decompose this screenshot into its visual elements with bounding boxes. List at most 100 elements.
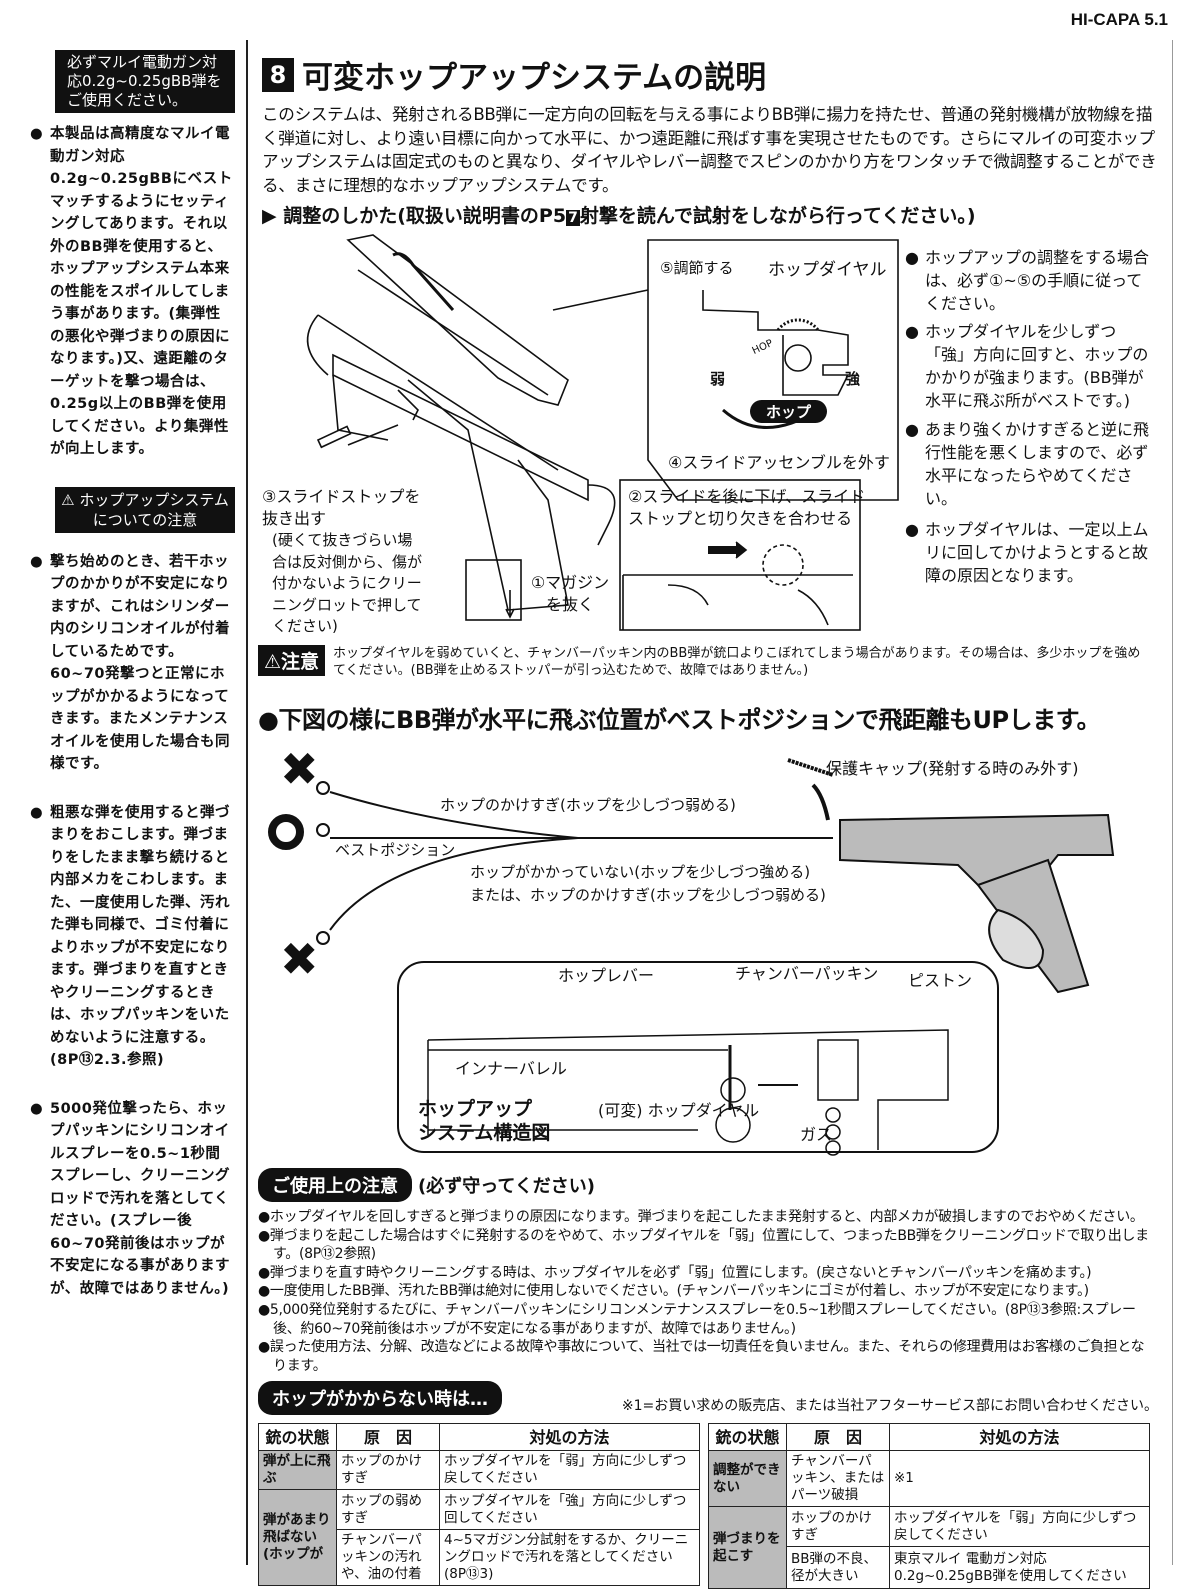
trouble-heading-row: ホップがかからない時は… ※1=お買い求めの販売店、または当社アフターサービス部… <box>258 1381 1158 1416</box>
table-row: 調整ができないチャンバーパッキン、またはパーツ破損※1 <box>708 1450 1150 1508</box>
right-bullet: ●ホップダイヤルを少しずつ「強」方向に回すと、ホップのかかりが強まります。(BB… <box>905 322 1149 410</box>
trouble-title: ホップがかからない時は… <box>258 1381 502 1416</box>
col-header: 原 因 <box>336 1423 440 1452</box>
usage-subtitle: (必ず守ってください) <box>418 1176 596 1197</box>
table-row: 弾づまりを起こすホップのかけすぎホップダイヤルを「弱」方向に少しずつ戻してくださ… <box>708 1506 1150 1589</box>
hop-badge: ホップ <box>750 400 828 423</box>
step4-label: ④スライドアッセンブルを外す <box>668 453 890 472</box>
rotate-arrow <box>587 484 616 546</box>
usage-item: ●5,000発位発射するたびに、チャンバーパッキンにシリコンメンテナンススプレー… <box>258 1301 1136 1337</box>
step2-inset-frame <box>619 479 861 631</box>
chamber-packing-label: チャンバーパッキン <box>735 964 879 983</box>
under-hop-curve <box>329 837 579 931</box>
caution-text: ホップダイヤルを弱めていくと、チャンバーパッキン内のBB弾が銃口よりこぼれてしま… <box>333 646 1141 678</box>
step3-note: (硬くて抜きづらい場合は反対側から、傷が付かないようにクリーニングロットで押して… <box>272 531 423 635</box>
page-title: 8 可変ホップアップシステムの説明 <box>262 52 1162 97</box>
usage-heading: ご使用上の注意 (必ず守ってください) <box>258 1168 1158 1202</box>
gun-in-hand <box>839 813 1115 994</box>
piston-label: ピストン <box>908 971 973 990</box>
trouble-note: ※1=お買い求めの販売店、または当社アフターサービス部にお問い合わせください。 <box>621 1398 1158 1415</box>
trajectory-diagram: ✖ ✖ <box>268 742 1115 1156</box>
under-hop-label-2: または、ホップのかけすぎ(ホップを少しづつ弱める) <box>470 886 826 904</box>
adjust-heading-tail: 射撃を読んで試射をしながら行ってください。) <box>579 205 976 227</box>
under-hop-label: ホップがかかっていない(ホップを少しづつ強める) <box>470 863 811 881</box>
pull-arrow <box>347 424 399 446</box>
section-number: 8 <box>262 57 294 92</box>
structure-drawing <box>427 1029 949 1156</box>
best-position-label: ベストポジション <box>335 841 456 859</box>
weak-label: 弱 <box>710 370 726 388</box>
magazine-arrow <box>505 590 515 619</box>
disassembly-illustration <box>306 234 899 631</box>
hop-lever-label: ホップレバー <box>558 966 655 985</box>
caution-badge: ⚠注意 <box>258 645 326 676</box>
o-mark-icon <box>268 814 304 850</box>
title-text: 可変ホップアップシステムの説明 <box>302 60 767 96</box>
model-header: HI-CAPA 5.1 <box>1070 10 1168 29</box>
frame-drawing <box>306 314 589 621</box>
table-row: 弾があまり飛ばない(ホップがホップの弱めすぎホップダイヤルを「強」方向に少しずつ… <box>258 1489 700 1587</box>
step3-block: ③スライドストップを抜き出す (硬くて抜きづらい場合は反対側から、傷が付かないよ… <box>262 486 422 638</box>
col-header: 原 因 <box>786 1423 890 1452</box>
sidebar-bullet: 5000発位撃ったら、ホップパッキンにシリコンオイルスプレーを0.5~1秒間スプ… <box>30 1098 235 1301</box>
hop-dial-structure-label: (可変) ホップダイヤル <box>598 1101 760 1120</box>
step1-label: ①マガジンを抜く <box>530 573 610 614</box>
over-hop-label: ホップのかけすぎ(ホップを少しづつ弱める) <box>440 796 736 814</box>
intro-paragraph: このシステムは、発射されるBB弾に一定方向の回転を与える事によりBB弾に揚力を持… <box>262 105 1157 195</box>
usage-item: ●一度使用したBB弾、汚れたBB弾は絶対に使用しないでください。(チャンバーパッ… <box>258 1283 1089 1300</box>
bb-icon <box>316 931 330 945</box>
sidebar-bullet: 粗悪な弾を使用すると弾づまりをおこします。弾づまりをしたまま撃ち続けると内部メカ… <box>30 802 235 1072</box>
table-row: 弾が上に飛ぶホップのかけすぎホップダイヤルを「弱」方向に少しずつ戻してください <box>258 1450 700 1491</box>
inner-barrel-label: インナーバレル <box>455 1059 567 1078</box>
col-header: 対処の方法 <box>889 1423 1150 1452</box>
right-bullet: ●ホップアップの調整をする場合は、必ず①~⑤の手順に従ってください。 <box>905 248 1150 313</box>
col-header: 銃の状態 <box>708 1423 787 1452</box>
dial-inset-frame <box>647 239 899 501</box>
over-hop-curve <box>329 791 579 839</box>
best-position-heading: ●下図の様にBB弾が水平に飛ぶ位置がベストポジションで飛距離もUPします。 <box>258 706 1101 734</box>
intro-block: 8 可変ホップアップシステムの説明 このシステムは、発射されるBB弾に一定方向の… <box>262 52 1162 228</box>
slide-stop-pin <box>316 425 352 449</box>
usage-title: ご使用上の注意 <box>258 1168 412 1202</box>
step5-label: ⑤調節する <box>660 259 734 277</box>
slide-drawing <box>346 234 569 406</box>
x-mark-icon: ✖ <box>280 932 319 986</box>
x-mark-icon: ✖ <box>280 742 319 796</box>
col-header: 対処の方法 <box>439 1423 700 1452</box>
sidebar: 必ずマルイ電動ガン対応0.2g~0.25gBB弾をご使用ください。 本製品は高精… <box>30 50 235 1300</box>
structure-title: ホップアップシステム構造図 <box>418 1098 551 1144</box>
cap-arrow <box>811 783 830 821</box>
hop-dial-detail <box>702 290 850 396</box>
bottom-block: ご使用上の注意 (必ず守ってください) ●ホップダイヤルを回しすぎると弾づまりの… <box>258 1168 1158 1589</box>
trouble-table-right: 銃の状態原 因対処の方法 調整ができないチャンバーパッキン、またはパーツ破損※1… <box>708 1423 1150 1589</box>
page-edge <box>1172 40 1173 1565</box>
step2-label: ②スライドを後に下げ、スライドストップと切り欠きを合わせる <box>628 487 866 528</box>
usage-item: ●弾づまりを起こした場合はすぐに発射するのをやめて、ホップダイヤルを「弱」位置に… <box>258 1227 1149 1263</box>
ref-number: 7 <box>566 210 580 226</box>
gas-label: ガス <box>800 1125 833 1144</box>
adjust-heading-text: ▶ 調整のしかた(取扱い説明書のP5 <box>262 205 567 227</box>
warning-title: ⚠ ホップアップシステムについての注意 <box>55 486 235 533</box>
protect-cap-label: 保護キャップ(発射する時のみ外す) <box>826 759 1079 778</box>
step3-label: ③スライドストップを抜き出す <box>262 487 421 528</box>
usage-item: ●弾づまりを直す時やクリーニングする時は、ホップダイヤルを必ず「弱」位置にします… <box>258 1264 1092 1281</box>
sidebar-bullet: 撃ち始めのとき、若干ホップのかかりが不安定になりますが、これはシリンダー内のシリ… <box>30 551 235 776</box>
caution-notice: ⚠注意 ホップダイヤルを弱めていくと、チャンバーパッキン内のBB弾が銃口よりこぼ… <box>258 645 1153 679</box>
usage-item: ●誤った使用方法、分解、改造などによる故障や事故について、当社では一切責任を負い… <box>258 1339 1145 1374</box>
right-bullet: ●あまり強くかけすぎると逆に飛行性能を悪くしますので、必ず水平になったらやめてく… <box>905 420 1150 508</box>
right-bullet: ●ホップダイヤルは、一定以上ムリに回してかけようとすると故障の原因となります。 <box>905 520 1149 585</box>
trouble-table-left: 銃の状態原 因対処の方法 弾が上に飛ぶホップのかけすぎホップダイヤルを「弱」方向… <box>258 1423 700 1587</box>
bb-icon <box>316 823 330 837</box>
column-divider <box>246 40 248 1565</box>
strong-label: 強 <box>845 370 861 388</box>
usage-list: ●ホップダイヤルを回しすぎると弾づまりの原因になります。弾づまりを起こしたまま発… <box>258 1208 1158 1375</box>
trouble-tables: 銃の状態原 因対処の方法 弾が上に飛ぶホップのかけすぎホップダイヤルを「弱」方向… <box>258 1423 1158 1589</box>
sidebar-bullet: 本製品は高精度なマルイ電動ガン対応0.2g~0.25gBBにベストマッチするよう… <box>30 123 235 461</box>
usage-item: ●ホップダイヤルを回しすぎると弾づまりの原因になります。弾づまりを起こしたまま発… <box>258 1209 1144 1225</box>
notice-box: 必ずマルイ電動ガン対応0.2g~0.25gBB弾をご使用ください。 <box>55 50 235 113</box>
hop-dial-label: ホップダイヤル <box>768 260 887 280</box>
structure-frame <box>397 961 999 1153</box>
bb-icon <box>316 781 330 795</box>
col-header: 銃の状態 <box>258 1423 337 1452</box>
